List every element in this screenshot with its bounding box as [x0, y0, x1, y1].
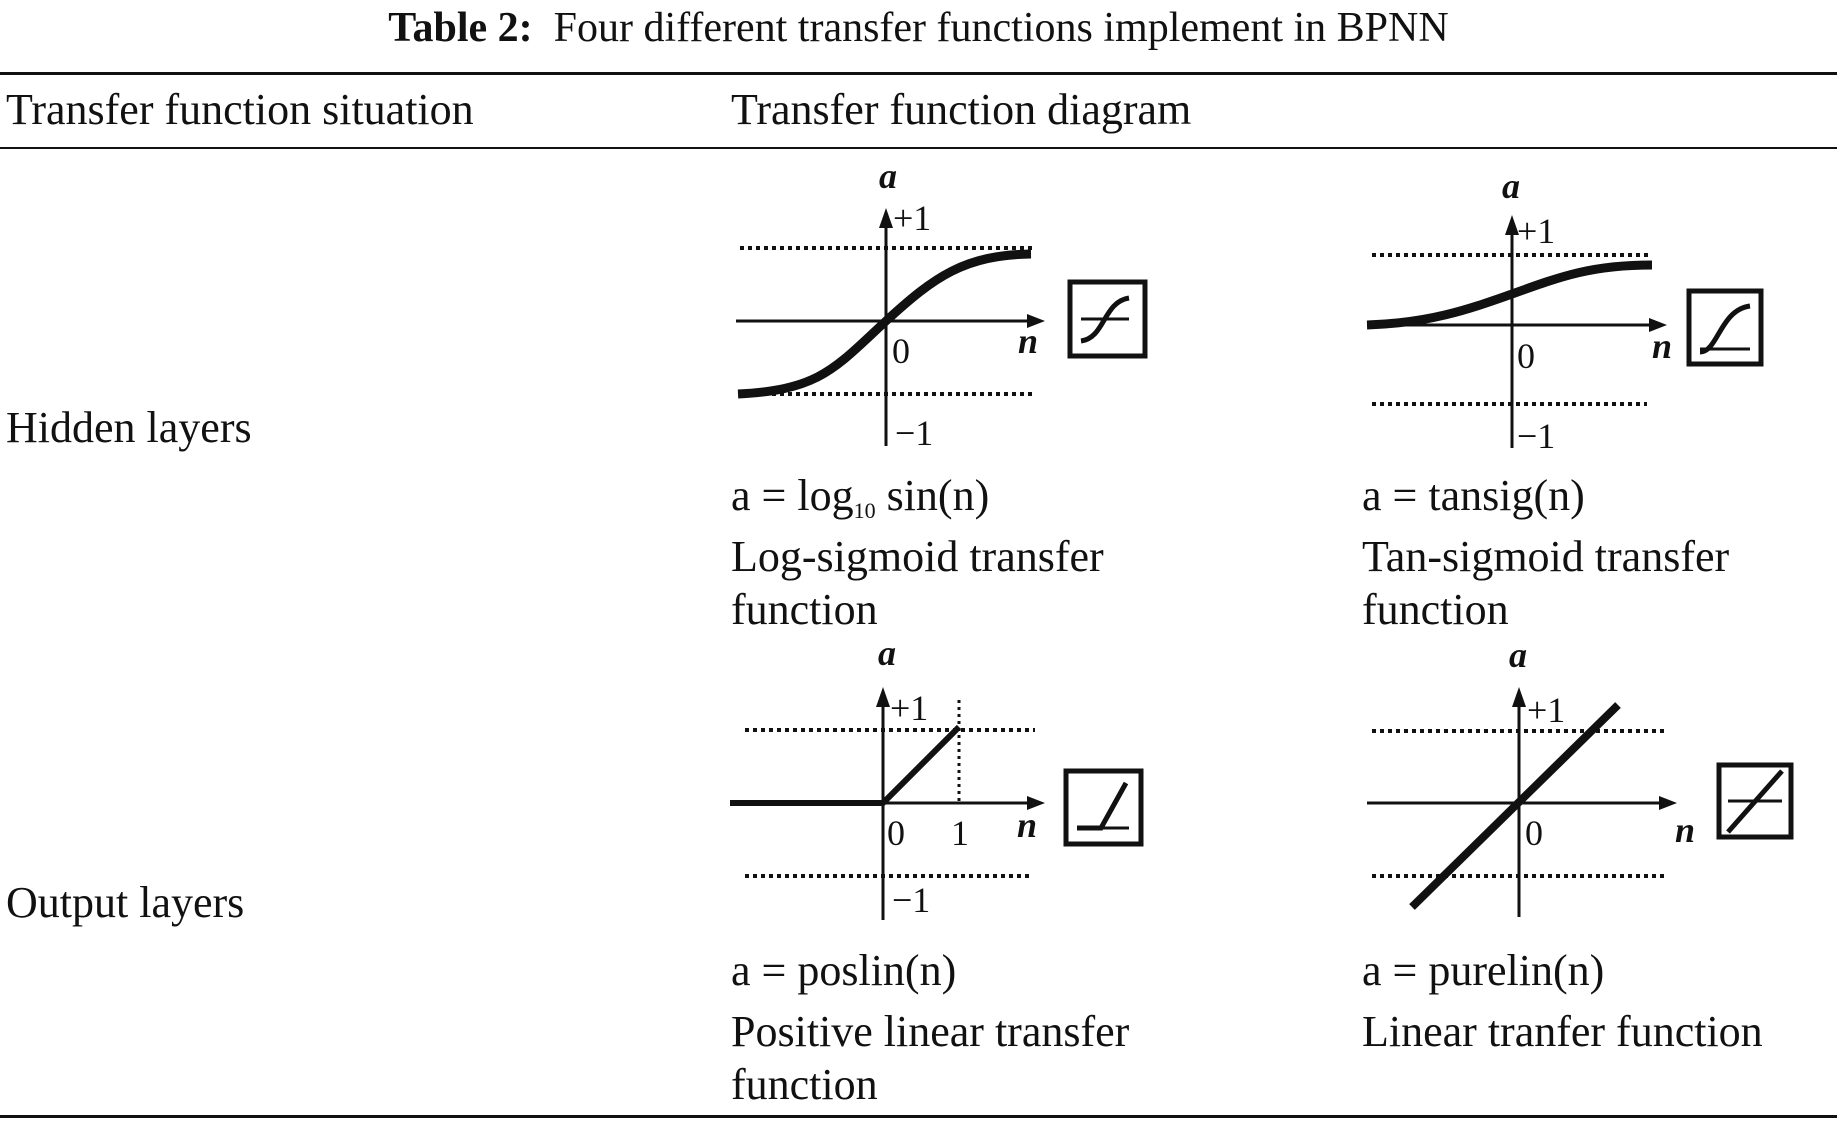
tansig-icon — [1686, 288, 1764, 367]
poslin-minus1-label: −1 — [892, 880, 930, 920]
purelin-name-line1: Linear tranfer function — [1362, 1007, 1763, 1056]
poslin-zero-label: 0 — [887, 813, 905, 853]
table-caption-label: Table 2: — [388, 5, 533, 51]
poslin-icon — [1063, 768, 1144, 847]
poslin-a-label: a — [878, 633, 896, 673]
table-caption: Table 2: Four different transfer functio… — [0, 6, 1837, 50]
purelin-name: Linear tranfer function — [1362, 1005, 1763, 1058]
tansig-name-line2: function — [1362, 585, 1509, 634]
tansig-diagram: a +1 0 n −1 — [1366, 166, 1764, 456]
tansig-zero-label: 0 — [1517, 336, 1535, 376]
tansig-n-label: n — [1652, 326, 1672, 366]
logsig-minus1-label: −1 — [895, 413, 933, 453]
poslin-one-label: 1 — [951, 813, 969, 853]
logsig-formula-sub: 10 — [853, 498, 876, 523]
poslin-name: Positive linear transfer function — [731, 1005, 1129, 1111]
purelin-plus1-label: +1 — [1527, 690, 1565, 730]
poslin-formula: a = poslin(n) — [731, 946, 957, 995]
logsig-diagram: a +1 0 n −1 — [736, 156, 1148, 453]
header-diagram: Transfer function diagram — [731, 85, 1192, 134]
logsig-a-label: a — [879, 156, 897, 196]
row-situation-output-layers: Output layers — [6, 878, 245, 927]
header-rule — [0, 147, 1837, 149]
poslin-name-line2: function — [731, 1060, 878, 1109]
bottom-rule — [0, 1115, 1837, 1118]
poslin-plus1-label: +1 — [890, 688, 928, 728]
purelin-zero-label: 0 — [1525, 813, 1543, 853]
tansig-name: Tan-sigmoid transfer function — [1362, 530, 1729, 636]
tansig-formula: a = tansig(n) — [1362, 471, 1585, 520]
logsig-icon — [1067, 279, 1148, 359]
tansig-a-label: a — [1502, 166, 1520, 206]
logsig-formula-suffix: sin(n) — [875, 471, 990, 520]
purelin-diagram: a +1 0 n — [1367, 635, 1794, 917]
tansig-name-line1: Tan-sigmoid transfer — [1362, 532, 1730, 581]
logsig-formula-prefix: a = log — [731, 471, 854, 520]
logsig-formula: a = log10 sin(n) — [731, 470, 989, 537]
purelin-n-label: n — [1675, 810, 1695, 850]
purelin-a-label: a — [1509, 635, 1527, 675]
logsig-n-label: n — [1018, 321, 1038, 361]
top-rule — [0, 72, 1837, 75]
poslin-name-line1: Positive linear transfer — [731, 1007, 1130, 1056]
logsig-plus1-label: +1 — [893, 198, 931, 238]
purelin-icon — [1716, 762, 1794, 840]
logsig-name: Log-sigmoid transfer function — [731, 530, 1104, 636]
table-caption-text: Four different transfer functions implem… — [553, 5, 1449, 51]
purelin-formula: a = purelin(n) — [1362, 946, 1605, 995]
row-situation-hidden-layers: Hidden layers — [6, 403, 252, 452]
logsig-zero-label: 0 — [892, 331, 910, 371]
poslin-n-label: n — [1017, 805, 1037, 845]
tansig-plus1-label: +1 — [1517, 211, 1555, 251]
poslin-diagram: a +1 0 1 n −1 — [730, 633, 1144, 920]
logsig-name-line1: Log-sigmoid transfer — [731, 532, 1104, 581]
logsig-name-line2: function — [731, 585, 878, 634]
tansig-minus1-label: −1 — [1517, 416, 1555, 456]
header-situation: Transfer function situation — [6, 85, 474, 134]
